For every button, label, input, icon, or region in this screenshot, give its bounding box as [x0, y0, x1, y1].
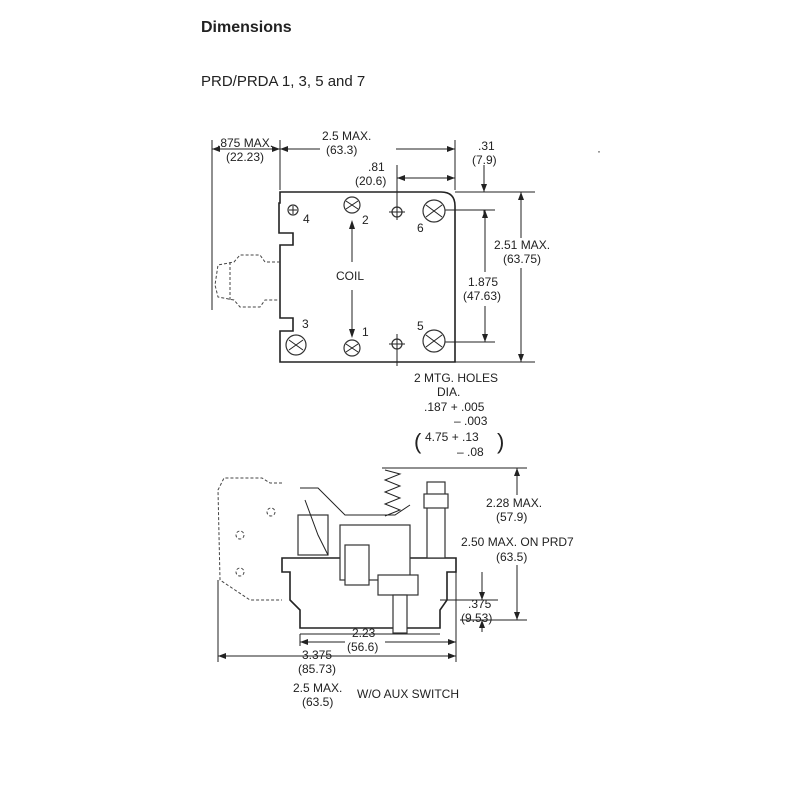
side-view-stud: [392, 594, 408, 634]
terminal-screw-1: [343, 339, 361, 357]
terminal-label-5: 5: [417, 319, 424, 333]
holes-line-4: – .003: [454, 414, 488, 428]
dim-3375-mm: (85.73): [298, 662, 336, 676]
terminal-label-6: 6: [417, 221, 424, 235]
dim-81-mm: (20.6): [355, 174, 386, 188]
dim-250-max: 2.50 MAX. ON PRD7: [461, 535, 574, 549]
dim-25-mm-side: (63.5): [302, 695, 333, 709]
holes-line-6: – .08: [457, 445, 484, 459]
terminal-screw-6: [422, 199, 446, 223]
terminal-label-1: 1: [362, 325, 369, 339]
mounting-hole-top: [389, 204, 405, 220]
dim-251-max: 2.51 MAX.: [494, 238, 550, 252]
terminal-screw-3: [285, 334, 307, 356]
dim-31-mm: (7.9): [472, 153, 497, 167]
side-view: 2.28 MAX. (57.9) 2.50 MAX. ON PRD7 (63.5…: [217, 467, 574, 709]
paren-open: (: [414, 429, 422, 454]
coil-label: COIL: [336, 269, 364, 283]
dim-228-max: 2.28 MAX.: [486, 496, 542, 510]
terminal-label-4: 4: [303, 212, 310, 226]
dim-251-mm: (63.75): [503, 252, 541, 266]
section-heading: Dimensions: [201, 19, 292, 36]
dim-250-mm: (63.5): [496, 550, 527, 564]
holes-line-3: .187 + .005: [424, 400, 485, 414]
dim-81: .81: [368, 160, 385, 174]
dim-375: .375: [468, 597, 492, 611]
holes-line-1: 2 MTG. HOLES: [414, 371, 498, 385]
terminal-screw-4: [287, 204, 299, 216]
dim-375-mm: (9.53): [461, 611, 492, 625]
top-view-aux-switch: [214, 254, 280, 308]
dim-223-mm: (56.6): [347, 640, 378, 654]
holes-line-5: 4.75 + .13: [425, 430, 479, 444]
top-view: .875 MAX. (22.23) 2.5 MAX. (63.3) .81 (2…: [211, 129, 601, 459]
side-view-spring: [383, 469, 402, 517]
stray-mark: ·: [597, 144, 601, 158]
terminal-screw-2: [343, 196, 361, 214]
dim-3375: 3.375: [302, 648, 332, 662]
dim-1875: 1.875: [468, 275, 498, 289]
dim-223: 2.23: [352, 626, 376, 640]
wo-aux-switch: W/O AUX SWITCH: [357, 687, 459, 701]
dim-228-mm: (57.9): [496, 510, 527, 524]
side-view-aux-switch: [217, 477, 282, 601]
dim-25-mm-top: (63.3): [326, 143, 357, 157]
model-subtitle: PRD/PRDA 1, 3, 5 and 7: [201, 73, 366, 90]
paren-close: ): [497, 429, 504, 454]
terminal-label-3: 3: [302, 317, 309, 331]
terminal-label-2: 2: [362, 213, 369, 227]
holes-line-2: DIA.: [437, 385, 460, 399]
dim-875-mm: (22.23): [226, 150, 264, 164]
dim-25-max-top: 2.5 MAX.: [322, 129, 371, 143]
terminal-screw-5: [422, 329, 446, 353]
side-view-terminal-post: [426, 481, 446, 559]
dim-31: .31: [478, 139, 495, 153]
mounting-hole-bottom: [389, 334, 405, 366]
dim-25-max-side: 2.5 MAX.: [293, 681, 342, 695]
dim-875-max: .875 MAX.: [217, 136, 273, 150]
dim-1875-mm: (47.63): [463, 289, 501, 303]
